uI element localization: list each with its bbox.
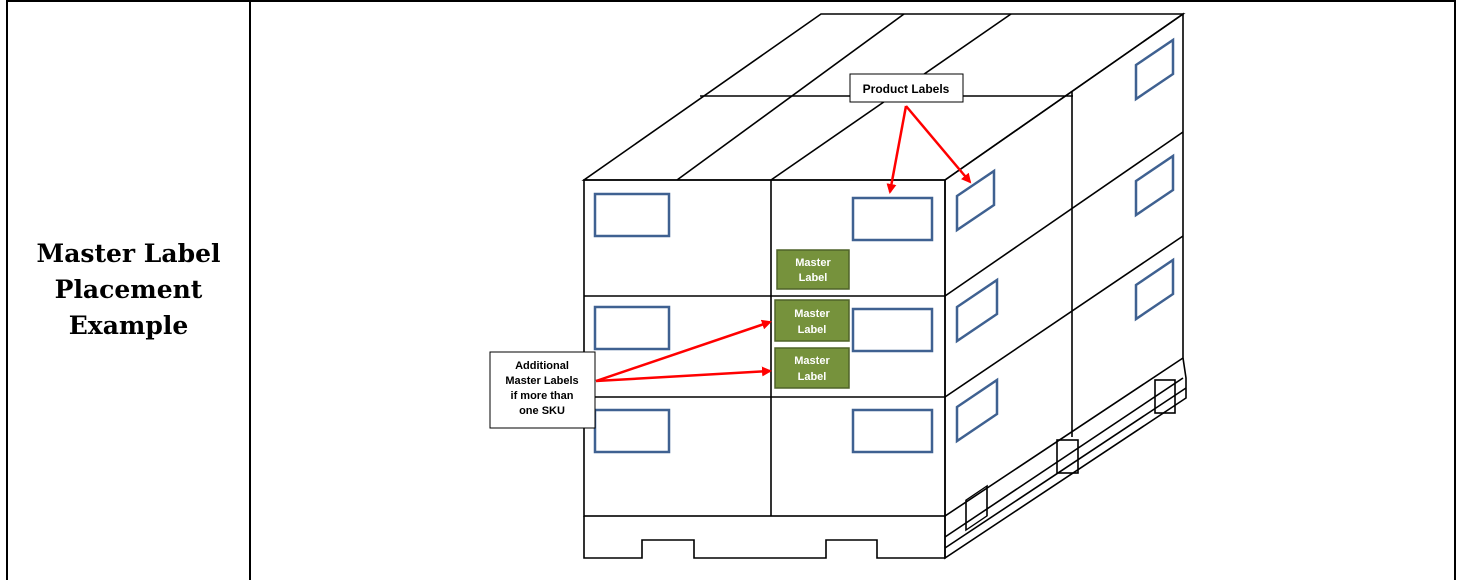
callout-line: one SKU — [519, 405, 565, 417]
pallet-side-deck — [944, 377, 1184, 538]
product-label-side — [955, 277, 999, 344]
row-label: Master Label Placement Example — [36, 239, 221, 340]
product-label-side — [1134, 153, 1175, 218]
callout-line: Additional — [515, 360, 569, 372]
master-label-line-2: Label — [799, 272, 828, 284]
product-labels — [593, 37, 1175, 454]
arrow-product-front — [886, 105, 908, 194]
product-label-box — [851, 196, 934, 242]
pallet-block-3 — [1154, 379, 1176, 414]
product-label-side — [955, 377, 999, 444]
pallet-side-deck-2 — [944, 387, 1187, 549]
pallet-block-2 — [1056, 439, 1079, 474]
product-label-box — [593, 305, 671, 351]
row-label-cell: Master Label Placement Example — [8, 0, 249, 580]
product-label-side — [1134, 257, 1175, 322]
side-tier-line-1 — [944, 131, 1184, 297]
callout-arrows — [595, 105, 972, 383]
master-label: Master Label — [776, 249, 850, 290]
arrow-master-lower — [595, 366, 772, 383]
top-divider-depth — [676, 13, 905, 181]
table-left-border — [6, 0, 8, 580]
master-labels: Master Label Master Label Master Label — [774, 249, 850, 389]
pallet-base-side — [944, 357, 1187, 560]
pallet-block-1 — [965, 484, 988, 532]
callout-line: if more than — [511, 390, 574, 402]
side-tier-line-2 — [944, 235, 1184, 398]
product-label-side — [1134, 37, 1175, 102]
product-label-box — [593, 192, 671, 238]
master-label: Master Label — [774, 299, 850, 342]
product-label-box — [593, 408, 671, 454]
table-column-divider — [249, 0, 251, 580]
arrow-master-upper — [595, 319, 772, 383]
master-label-line-1: Master — [795, 257, 831, 269]
callout-additional-master-labels: Additional Master Labels if more than on… — [489, 351, 596, 429]
product-label-box — [851, 408, 934, 454]
master-label-line-2: Label — [798, 371, 827, 383]
master-label-line-2: Label — [798, 324, 827, 336]
product-label-box — [851, 307, 934, 353]
master-label-line-1: Master — [794, 308, 830, 320]
pallet-outline — [581, 12, 1187, 560]
master-label-line-1: Master — [794, 355, 830, 367]
product-label-side — [955, 168, 996, 233]
pallet-base-front — [583, 516, 946, 559]
callout-line: Master Labels — [505, 375, 578, 387]
callout-product-labels-text: Product Labels — [863, 82, 950, 96]
arrow-product-side — [905, 105, 972, 184]
callout-product-labels: Product Labels — [849, 73, 964, 103]
table-right-border — [1454, 0, 1456, 580]
master-label: Master Label — [774, 347, 850, 389]
table-top-border — [6, 0, 1456, 2]
